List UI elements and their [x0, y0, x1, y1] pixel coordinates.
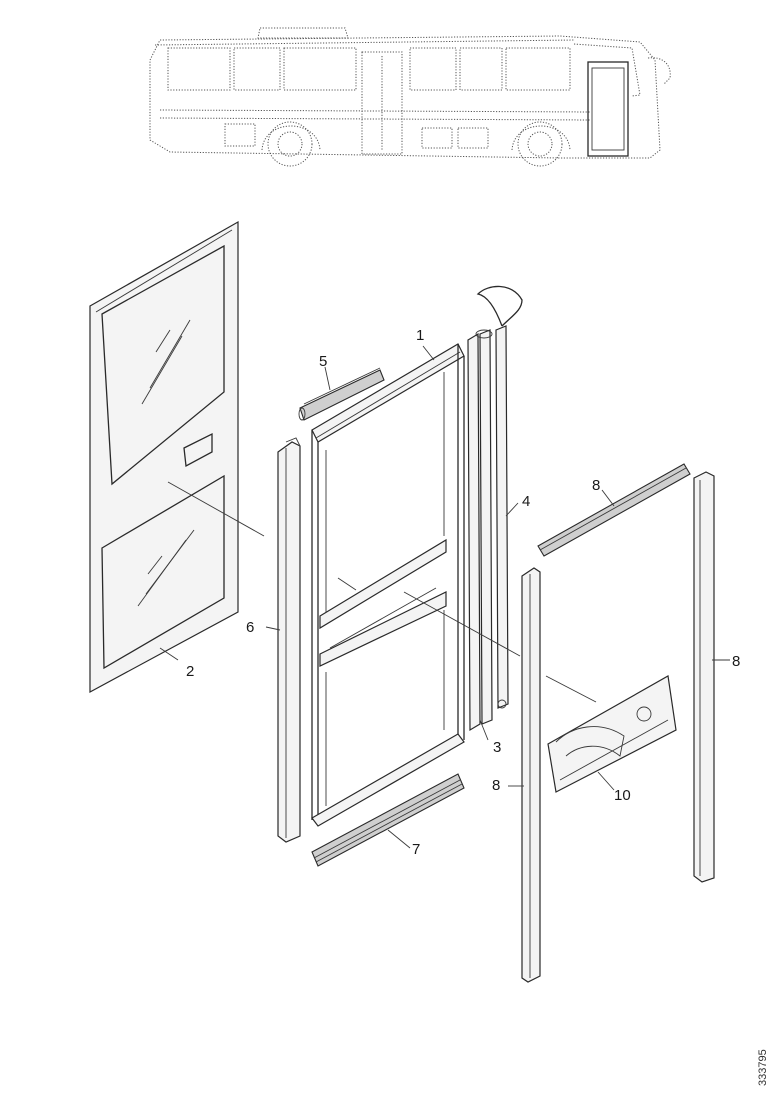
callout-1: 1 — [416, 327, 424, 344]
bar-part-3 — [467, 329, 493, 732]
callout-5: 5 — [319, 353, 327, 370]
frame-part-1 — [311, 343, 465, 827]
profile-part-5 — [298, 367, 385, 421]
callout-4: 4 — [522, 493, 530, 510]
leader-lines — [159, 345, 730, 849]
rod-part-4 — [476, 285, 523, 709]
callout-8-top: 8 — [592, 477, 600, 494]
profile-part-8-center — [521, 567, 541, 983]
figure-code: 333795 — [757, 1049, 769, 1086]
callout-2: 2 — [186, 663, 194, 680]
callout-8-center: 8 — [492, 777, 500, 794]
callout-3: 3 — [493, 739, 501, 756]
callout-labels: 1 2 3 4 5 6 7 8 8 8 10 — [186, 327, 740, 858]
callout-6: 6 — [246, 619, 254, 636]
profile-part-6 — [277, 437, 301, 843]
callout-10: 10 — [614, 787, 631, 804]
callout-7: 7 — [412, 841, 420, 858]
door-panel-part-2 — [89, 220, 239, 694]
bus-illustration — [149, 27, 671, 167]
profile-part-8-right — [693, 471, 715, 883]
cover-part-10 — [547, 675, 677, 793]
callout-8-right: 8 — [732, 653, 740, 670]
track-part-8-top — [537, 463, 691, 557]
track-part-7 — [311, 773, 465, 867]
assembly-lines — [167, 481, 597, 703]
